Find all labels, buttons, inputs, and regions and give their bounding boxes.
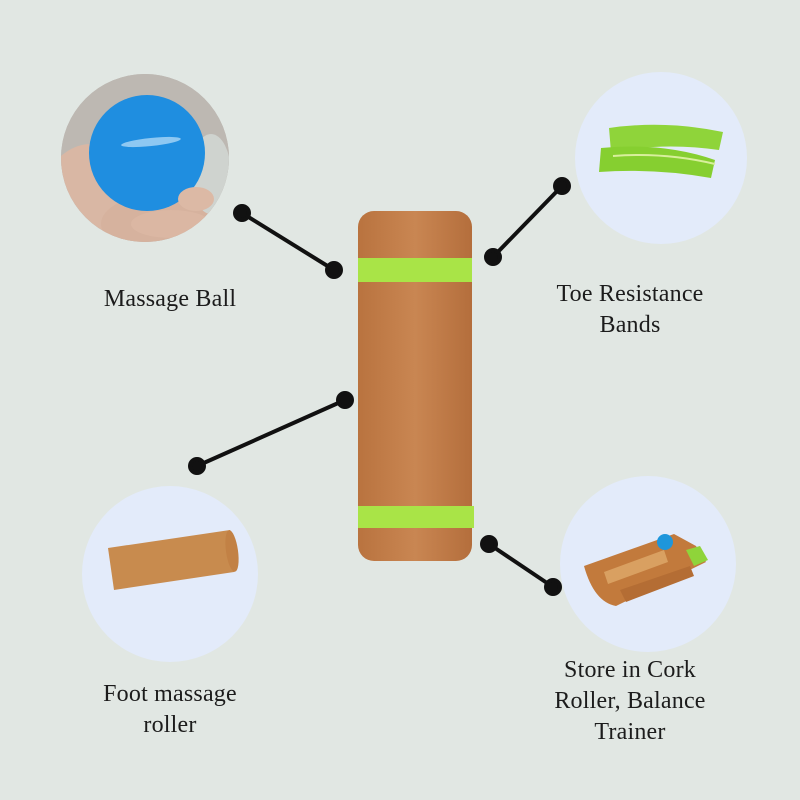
toe-resistance-bands-photo [575,72,747,244]
store-label: Store in Cork Roller, Balance Trainer [554,657,706,745]
massage-ball-icon [61,74,229,242]
foot-roller-icon [108,530,239,590]
cork-balance-trainer-photo [560,476,736,652]
massage-ball-photo [61,74,229,242]
toe-bands-label: Toe Resistance Bands [556,281,704,338]
massage-ball-label: Massage Ball [103,286,237,312]
balance-trainer-icon [584,534,708,606]
resistance-bands-icon [599,124,723,178]
foot-massage-roller-photo [82,486,258,662]
foot-roller-label: Foot massage roller [103,681,237,738]
